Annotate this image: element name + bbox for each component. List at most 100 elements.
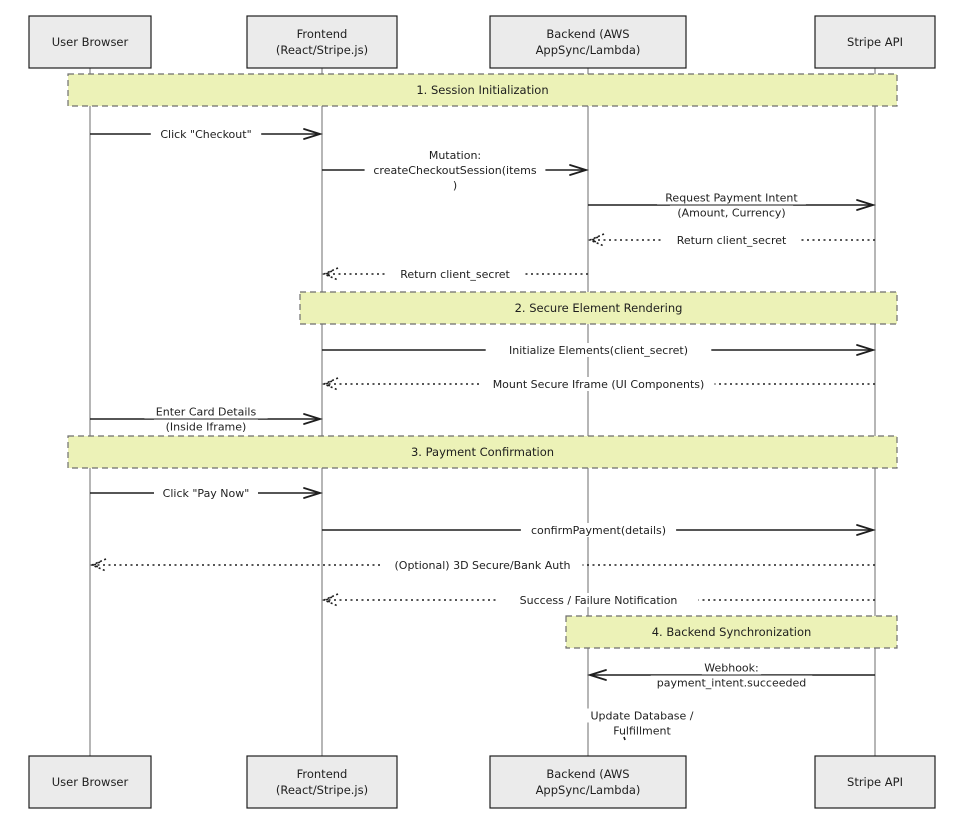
message-label-bg	[498, 593, 699, 607]
participant-frontend-bottom: Frontend (React/Stripe.js)	[246, 755, 398, 809]
message-label-bg	[701, 660, 762, 675]
message-label-bg	[382, 558, 583, 572]
message-label: (Optional) 3D Secure/Bank Auth	[395, 559, 571, 572]
participant-label: (React/Stripe.js)	[276, 43, 368, 57]
message-label: Webhook:	[704, 662, 759, 675]
arrowhead	[303, 487, 324, 499]
message-7: Mount Secure Iframe (UI Components)	[321, 377, 875, 391]
participant-box	[814, 755, 936, 809]
message-label-bg	[520, 523, 677, 537]
arrowhead	[303, 128, 324, 140]
message-8: Enter Card Details(Inside Iframe)	[90, 404, 324, 434]
participant-stripe-bottom: Stripe API	[814, 755, 936, 809]
message-label-bg	[422, 148, 488, 162]
message-label: Click "Checkout"	[160, 128, 251, 141]
section-box	[299, 291, 898, 325]
participant-stripe-top: Stripe API	[814, 15, 936, 69]
message-1: Click "Checkout"	[90, 127, 324, 141]
arrowhead	[89, 558, 107, 572]
message-13: Webhook: payment_intent.succeeded	[586, 660, 875, 690]
participant-label: (React/Stripe.js)	[276, 783, 368, 797]
arrowhead	[303, 413, 324, 425]
section-label: 3. Payment Confirmation	[411, 445, 554, 459]
message-label-bg	[150, 127, 262, 141]
section-1: 1. Session Initialization	[67, 73, 898, 107]
participant-label: Frontend	[297, 767, 348, 781]
message-label-bg	[482, 377, 715, 391]
section-box	[67, 435, 898, 469]
message-label-bg	[485, 343, 712, 357]
section-label: 1. Session Initialization	[416, 83, 548, 97]
participant-label: User Browser	[52, 35, 129, 49]
message-5: Return client_secret	[321, 267, 588, 281]
participant-box	[28, 755, 152, 809]
message-3: Request Payment Intent(Amount, Currency)	[588, 190, 877, 220]
participant-box	[489, 755, 687, 809]
message-4: Return client_secret	[587, 233, 875, 247]
arrowhead	[856, 344, 877, 356]
participant-box	[246, 15, 398, 69]
message-label-bg	[584, 708, 700, 723]
arrowhead	[586, 669, 607, 681]
participant-browser-top: User Browser	[28, 15, 152, 69]
arrowhead	[321, 267, 339, 281]
participant-label: Stripe API	[847, 775, 903, 789]
message-label: Request Payment Intent	[665, 192, 798, 205]
message-label: Success / Failure Notification	[520, 594, 678, 607]
participant-label: Stripe API	[847, 35, 903, 49]
messages: Click "Checkout" Mutation: createCheckoutS…	[89, 127, 877, 741]
message-label-bg	[154, 486, 258, 500]
participant-label: Frontend	[297, 27, 348, 41]
message-label: (Inside Iframe)	[166, 421, 247, 434]
message-label: createCheckoutSession(items	[373, 164, 536, 177]
arrowhead	[321, 593, 339, 607]
message-label: Click "Pay Now"	[163, 487, 250, 500]
arrowhead	[587, 233, 605, 247]
message-label: Mutation:	[429, 149, 481, 162]
section-2: 2. Secure Element Rendering	[299, 291, 898, 325]
participant-box	[814, 15, 936, 69]
message-label: payment_intent.succeeded	[657, 677, 806, 690]
message-2: Mutation: createCheckoutSession(items)	[322, 148, 590, 192]
message-label: Initialize Elements(client_secret)	[509, 344, 688, 357]
message-label-bg	[387, 267, 523, 281]
message-6: Initialize Elements(client_secret)	[322, 343, 877, 357]
message-9: Click "Pay Now"	[90, 486, 324, 500]
message-label: Update Database /	[590, 710, 693, 723]
participant-box	[246, 755, 398, 809]
message-label-bg	[144, 404, 268, 419]
message-12: Success / Failure Notification	[321, 593, 875, 607]
participant-browser-bottom: User Browser	[28, 755, 152, 809]
section-4: 4. Backend Synchronization	[565, 615, 898, 649]
arrowhead	[856, 524, 877, 536]
section-label: 2. Secure Element Rendering	[515, 301, 683, 315]
message-label: )	[453, 179, 457, 192]
message-label-bg	[669, 205, 794, 220]
message-label: Fulfillment	[613, 725, 671, 738]
message-label-bg	[603, 723, 681, 738]
participant-backend-top: Backend (AWS AppSync/Lambda)	[489, 15, 687, 69]
section-box	[67, 73, 898, 107]
message-label-bg	[447, 178, 463, 192]
participant-label: Backend (AWS	[546, 27, 629, 41]
message-14: Update Database / Fulfillment	[584, 708, 700, 741]
self-message-mark	[623, 736, 626, 741]
message-label: Return client_secret	[677, 234, 787, 247]
participant-label: User Browser	[52, 775, 129, 789]
participant-label: AppSync/Lambda)	[536, 43, 641, 57]
message-label-bg	[657, 190, 806, 205]
message-label: Return client_secret	[400, 268, 510, 281]
arrowhead	[856, 199, 877, 211]
message-label-bg	[650, 675, 813, 690]
message-10: confirmPayment(details)	[322, 523, 877, 537]
participant-box	[28, 15, 152, 69]
arrowhead	[569, 164, 590, 176]
message-label-bg	[663, 233, 800, 247]
arrowhead	[321, 377, 339, 391]
section-box	[565, 615, 898, 649]
participant-frontend-top: Frontend (React/Stripe.js)	[246, 15, 398, 69]
message-11: (Optional) 3D Secure/Bank Auth	[89, 558, 875, 572]
